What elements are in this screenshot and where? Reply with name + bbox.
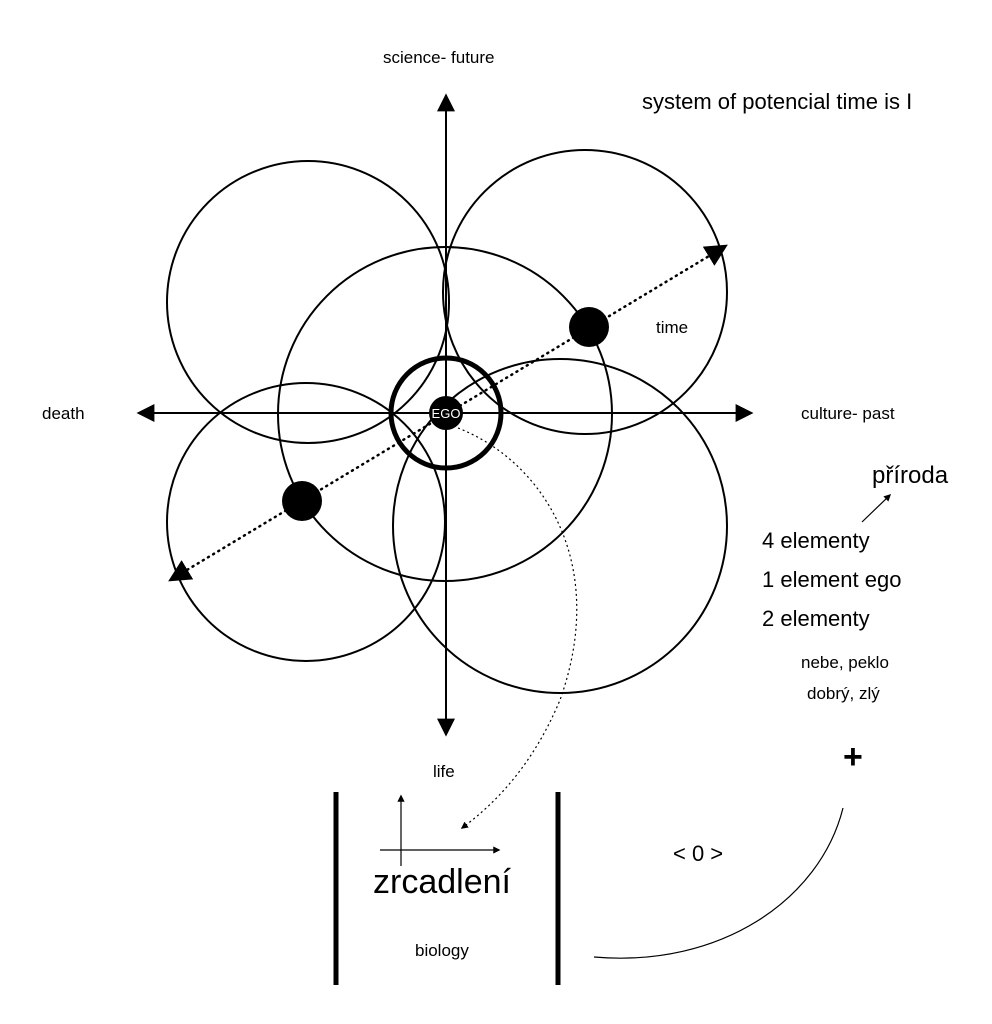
time-label: time [656, 318, 689, 337]
note-nebe-peklo: nebe, peklo [801, 653, 889, 672]
circle-bottom-left [166, 382, 446, 662]
plus-curve [593, 807, 844, 959]
ego-label: EGO [432, 406, 461, 421]
mirror-caption: biology [415, 941, 469, 960]
note-dobry-zly: dobrý, zlý [807, 684, 880, 703]
circle-top-left [166, 160, 450, 444]
note-4-elementy: 4 elementy [762, 528, 870, 553]
priroda-arrow [861, 494, 892, 523]
ego-core [429, 396, 463, 430]
note-priroda: příroda [872, 462, 949, 489]
axis-label-right: culture- past [801, 404, 895, 423]
mirror-word: zrcadlení [373, 863, 511, 901]
time-diagonal [168, 244, 728, 582]
axis-label-top: science- future [383, 48, 495, 67]
dot-lower-left [282, 481, 322, 521]
diagram-title: system of potencial time is I [642, 89, 913, 114]
plus-sign: + [843, 738, 863, 776]
ego-outer-ring [388, 355, 504, 471]
axis-label-bottom: life [433, 762, 455, 781]
zero-label: < 0 > [673, 841, 724, 866]
note-1-element-ego: 1 element ego [762, 567, 902, 592]
ego-to-mirror-arrow [457, 427, 578, 829]
note-2-elementy: 2 elementy [762, 606, 870, 631]
dot-upper-right [569, 307, 609, 347]
axis-label-left: death [42, 404, 85, 423]
